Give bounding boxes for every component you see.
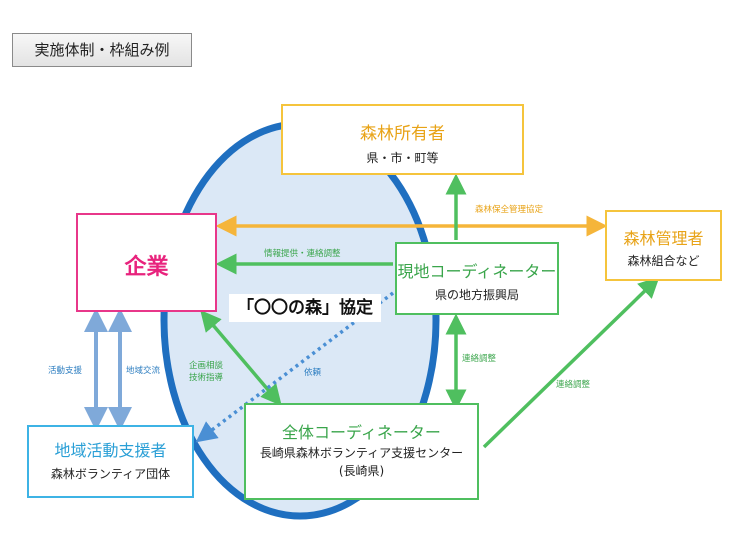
section-tag: 実施体制・枠組み例: [12, 33, 192, 67]
agreement-label: 「〇〇の森」協定: [229, 294, 381, 322]
overall-coordinator-sub2: (長崎県): [338, 464, 385, 478]
company-box: 企業: [76, 213, 217, 312]
label-request: 依頼: [304, 368, 322, 378]
forest-manager-title: 森林管理者: [623, 229, 704, 248]
local-coordinator-box: 現地コーディネーター 県の地方振興局: [395, 242, 559, 315]
forest-owner-box: 森林所有者 県・市・町等: [281, 104, 524, 175]
label-info: 情報提供・連絡調整: [264, 249, 341, 259]
regional-supporter-sub: 森林ボランティア団体: [50, 467, 171, 481]
label-coord-right: 連絡調整: [556, 380, 591, 390]
company-title: 企業: [124, 255, 169, 280]
arrow-overall-company: [200, 309, 282, 407]
overall-coordinator-box: 全体コーディネーター 長崎県森林ボランティア支援センター (長崎県): [244, 403, 479, 500]
forest-owner-sub: 県・市・町等: [366, 151, 439, 165]
arrow-request-dotted: [195, 291, 395, 443]
overall-coordinator-title: 全体コーディネーター: [282, 423, 441, 442]
overall-coordinator-sub: 長崎県森林ボランティア支援センター: [259, 446, 464, 460]
regional-supporter-title: 地域活動支援者: [54, 441, 167, 460]
local-coordinator-title: 現地コーディネーター: [397, 262, 557, 281]
forest-owner-title: 森林所有者: [360, 124, 445, 144]
label-planning-1: 企画相談: [189, 361, 224, 371]
arrow-overall-manager: [482, 276, 660, 449]
local-coordinator-sub: 県の地方振興局: [434, 288, 519, 302]
forest-manager-box: 森林管理者 森林組合など: [605, 210, 722, 281]
label-activity-support: 活動支援: [48, 366, 83, 376]
label-mgmt-agreement: 森林保全管理協定: [475, 205, 544, 215]
label-planning-2: 技術指導: [189, 373, 224, 383]
regional-supporter-box: 地域活動支援者 森林ボランティア団体: [27, 425, 194, 498]
label-regional-exchange: 地域交流: [126, 366, 161, 376]
forest-manager-sub: 森林組合など: [627, 254, 700, 268]
label-coord-mid: 連絡調整: [462, 354, 497, 364]
